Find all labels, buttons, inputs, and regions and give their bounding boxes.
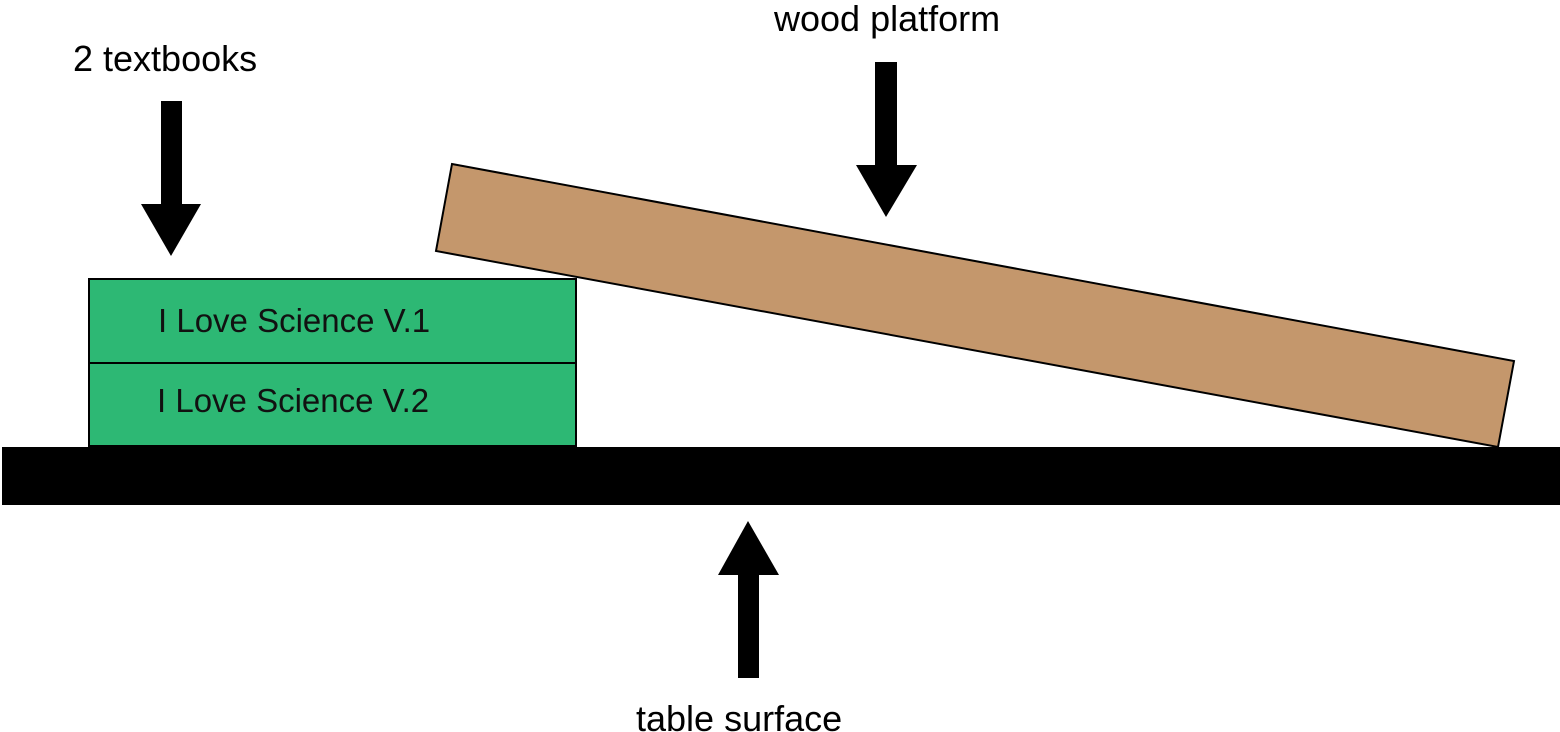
arrow-down-icon xyxy=(141,101,201,256)
table-surface-label: table surface xyxy=(636,698,842,732)
arrow-up-icon xyxy=(718,521,779,678)
book-2 xyxy=(88,362,577,447)
wood-platform xyxy=(434,162,1516,449)
wood-platform-label: wood platform xyxy=(773,0,1000,39)
book-2-title: I Love Science V.2 xyxy=(157,382,429,419)
arrow-down-icon xyxy=(856,62,917,217)
book-1-title: I Love Science V.1 xyxy=(158,302,430,339)
textbooks-label: 2 textbooks xyxy=(73,38,257,79)
book-1 xyxy=(88,278,577,364)
table-surface xyxy=(2,447,1560,505)
textbook-stack: I Love Science V.1 I Love Science V.2 xyxy=(88,278,577,447)
